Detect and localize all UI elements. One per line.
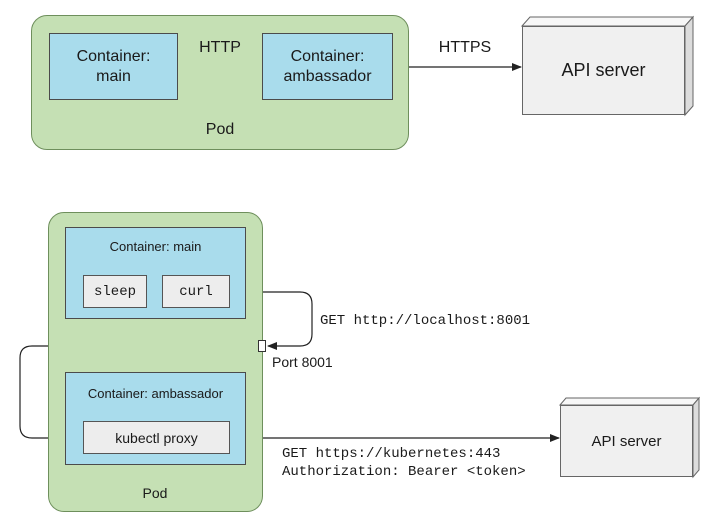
port-label: Port 8001: [272, 354, 333, 370]
port-to-proxy-line: [19, 345, 258, 442]
sleep-process-box: sleep: [83, 275, 147, 308]
curl-to-port-line: [230, 291, 313, 350]
curl-label: curl: [179, 283, 213, 300]
http-label: HTTP: [199, 39, 241, 56]
kubectl-proxy-label: kubectl proxy: [115, 429, 198, 446]
api-server-box: API server: [522, 26, 685, 115]
pod-bottom-label: Pod: [142, 485, 168, 501]
api-server-2-side-face: [692, 396, 700, 479]
container-ambassador-title: Container: ambassador: [87, 385, 224, 401]
authorization-label: Authorization: Bearer <token>: [282, 464, 526, 480]
container-main-title: Container: main: [109, 238, 202, 254]
curl-process-box: curl: [162, 275, 230, 308]
sleep-label: sleep: [93, 283, 136, 300]
api-server-label-2: API server: [591, 432, 662, 450]
api-server-box-2: API server: [560, 405, 693, 477]
kubectl-proxy-box: kubectl proxy: [83, 421, 230, 454]
api-server-top-face: [520, 16, 695, 27]
get-kubernetes-label: GET https://kubernetes:443: [282, 446, 501, 462]
container-main-box: Container: main: [49, 33, 178, 100]
https-label: HTTPS: [438, 39, 492, 56]
container-ambassador-label-line2: ambassador: [283, 67, 372, 85]
container-main-label-line1: Container:: [76, 47, 151, 65]
port-marker: [258, 340, 266, 352]
container-ambassador-box: Container: ambassador: [262, 33, 393, 100]
api-server-2-top-face: [558, 397, 701, 406]
get-localhost-label: GET http://localhost:8001: [320, 313, 531, 329]
pod-top-label: Pod: [205, 121, 235, 138]
api-server-label: API server: [561, 60, 646, 80]
api-server-side-face: [684, 15, 694, 117]
container-main-label-line2: main: [96, 67, 131, 85]
container-ambassador-label-line1: Container:: [290, 47, 365, 65]
